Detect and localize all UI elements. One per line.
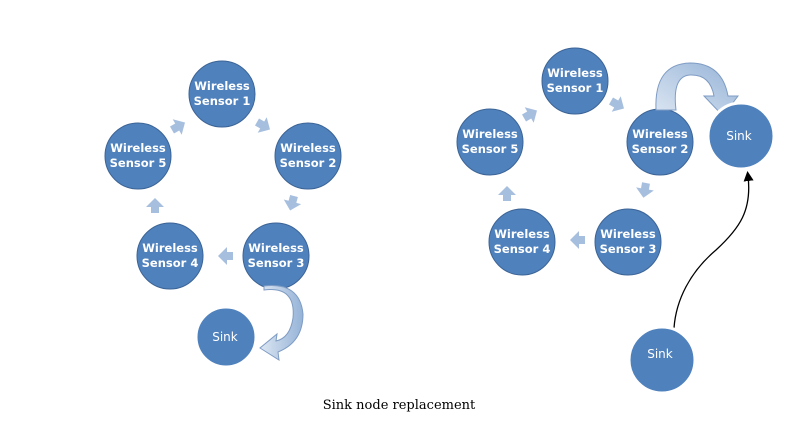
right-node-sensor-3: Wireless Sensor 3 <box>594 208 662 276</box>
node-label-line2: Sensor 4 <box>494 242 551 256</box>
sink-movement-path <box>673 171 754 329</box>
node-label-line1: Wireless <box>194 79 250 93</box>
node-label-line1: Wireless <box>494 227 550 241</box>
left-node-sensor-5: Wireless Sensor 5 <box>104 122 172 190</box>
left-node-sensor-4: Wireless Sensor 4 <box>136 222 204 290</box>
node-label-line1: Wireless <box>600 227 656 241</box>
node-label-line1: Wireless <box>547 66 603 80</box>
node-label-line2: Sensor 1 <box>194 94 251 108</box>
node-label-line2: Sensor 1 <box>547 81 604 95</box>
right-node-sensor-4: Wireless Sensor 4 <box>488 208 556 276</box>
sink-label: Sink <box>726 129 752 143</box>
right-node-sensor-1: Wireless Sensor 1 <box>541 47 609 115</box>
right-cycle-arrow-4-5 <box>498 186 516 201</box>
node-label-line1: Wireless <box>280 141 336 155</box>
node-label-line2: Sensor 3 <box>600 242 657 256</box>
node-label-line1: Wireless <box>110 141 166 155</box>
left-sink-node: Sink <box>194 305 258 369</box>
left-cycle-arrow-5-1 <box>170 119 185 135</box>
right-cycle-arrow-3-4 <box>570 231 585 249</box>
node-label-line1: Wireless <box>632 127 688 141</box>
node-label-line2: Sensor 4 <box>142 256 199 270</box>
right-cycle-arrow-2-3 <box>636 182 654 198</box>
left-ring: Wireless Sensor 1 Wireless Sensor 2 Wire… <box>104 60 342 369</box>
left-cycle-arrow-2-3 <box>283 194 302 211</box>
node-label-line1: Wireless <box>248 241 304 255</box>
node-label-line2: Sensor 2 <box>280 156 337 170</box>
right-cycle-arrow-5-1 <box>522 107 537 123</box>
left-cycle-arrow-3-4 <box>218 247 233 265</box>
left-node-sensor-1: Wireless Sensor 1 <box>188 60 256 128</box>
left-node-sensor-3: Wireless Sensor 3 <box>242 222 310 290</box>
node-label-line2: Sensor 5 <box>110 156 167 170</box>
left-cycle-arrow-4-5 <box>146 198 164 213</box>
left-cycle-arrow-1-2 <box>255 117 270 133</box>
right-cycle-arrow-1-2 <box>609 96 624 112</box>
right-sink-node-new: Sink <box>706 101 776 171</box>
left-sink-move-arrow <box>259 285 304 361</box>
node-label-line1: Wireless <box>142 241 198 255</box>
right-node-sensor-2: Wireless Sensor 2 <box>626 108 694 176</box>
node-label-line2: Sensor 3 <box>248 256 305 270</box>
sink-label: Sink <box>647 347 673 361</box>
sink-label: Sink <box>212 330 238 344</box>
right-node-sensor-5: Wireless Sensor 5 <box>456 108 524 176</box>
left-node-sensor-2: Wireless Sensor 2 <box>274 122 342 190</box>
node-label-line2: Sensor 2 <box>632 142 689 156</box>
node-label-line1: Wireless <box>462 127 518 141</box>
right-sink-node-old: Sink <box>627 325 697 395</box>
figure-caption: Sink node replacement <box>322 398 476 413</box>
node-label-line2: Sensor 5 <box>462 142 519 156</box>
right-ring: Wireless Sensor 1 Wireless Sensor 2 Wire… <box>456 47 776 395</box>
